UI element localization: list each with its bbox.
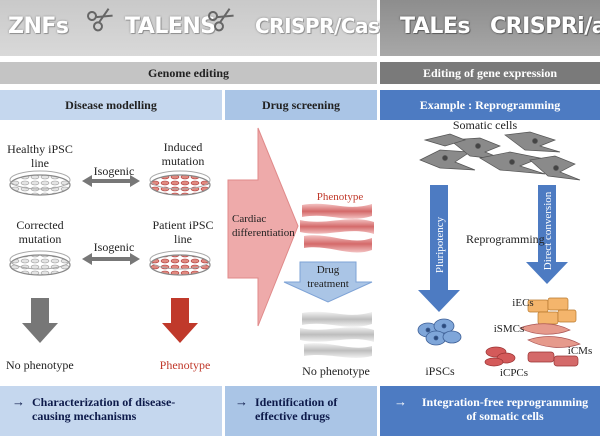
label-corrected-mutation: Corrected mutation bbox=[16, 218, 64, 246]
label-phenotype: Phenotype bbox=[159, 358, 211, 372]
label-drug-treatment: Drug treatment bbox=[307, 264, 349, 290]
ismc-cells-icon bbox=[519, 323, 581, 348]
footer-arrow: → bbox=[394, 394, 407, 409]
direct-conversion-arrow bbox=[526, 185, 568, 284]
label-phenotype-drug: Phenotype bbox=[316, 191, 364, 203]
cardiomyocyte-fiber-icon bbox=[300, 311, 374, 358]
gene-expression-tools-banner: TALEs CRISPRi/a bbox=[380, 0, 600, 56]
drug-treatment-arrow bbox=[283, 261, 373, 303]
footer-arrow: → bbox=[12, 394, 25, 409]
label-icms: iCMs bbox=[567, 345, 593, 357]
tool-talens: TALENS bbox=[125, 14, 216, 39]
icpc-cells-icon bbox=[484, 346, 516, 367]
genome-editing-tools-banner: ZNFs TALENS CRISPR/Cas9 bbox=[0, 0, 393, 56]
label-induced-mutation: Induced mutation bbox=[161, 140, 205, 168]
icm-cells-icon bbox=[527, 351, 579, 367]
column-title-reprogramming: Example : Reprogramming bbox=[380, 90, 600, 120]
label-reprogramming: Reprogramming bbox=[466, 232, 545, 246]
footer-text-effective-drugs: Identification of effective drugs bbox=[255, 395, 338, 423]
label-iecs: iECs bbox=[512, 297, 534, 309]
footer-arrow: → bbox=[235, 394, 248, 409]
footer-text-disease-mechanisms: Characterization of disease-causing mech… bbox=[32, 395, 176, 423]
label-no-phenotype-drug: No phenotype bbox=[302, 364, 370, 378]
scissors-icons bbox=[87, 8, 234, 32]
footer-disease-modelling: → Characterization of disease-causing me… bbox=[0, 386, 222, 436]
somatic-cells-icon bbox=[419, 131, 581, 181]
label-direct-conversion: Direct conversion bbox=[542, 191, 554, 271]
pluripotency-arrow bbox=[418, 185, 460, 312]
column-title-disease-modelling: Disease modelling bbox=[0, 90, 222, 120]
label-no-phenotype: No phenotype bbox=[6, 358, 74, 372]
tool-crispri-a: CRISPRi/a bbox=[490, 14, 600, 39]
footer-drug-screening: → Identification of effective drugs bbox=[225, 386, 377, 436]
petri-dish-icon bbox=[9, 170, 71, 196]
petri-dish-icon bbox=[149, 250, 211, 276]
isogenic-arrow-bottom bbox=[82, 253, 140, 265]
label-ipscs: iPSCs bbox=[425, 364, 455, 378]
label-ismcs: iSMCs bbox=[493, 323, 525, 335]
column-title-drug-screening: Drug screening bbox=[225, 90, 377, 120]
label-somatic-cells: Somatic cells bbox=[452, 118, 518, 132]
section-genome-editing: Genome editing bbox=[0, 62, 377, 84]
cell-cluster-icon bbox=[417, 318, 462, 346]
tool-crispr-cas9: CRISPR/Cas9 bbox=[255, 14, 393, 38]
cardiomyocyte-fiber-icon bbox=[300, 203, 374, 253]
scissors-icon bbox=[208, 8, 234, 32]
no-phenotype-arrow bbox=[22, 298, 58, 343]
label-isogenic-top: Isogenic bbox=[93, 164, 135, 178]
phenotype-arrow bbox=[162, 298, 198, 343]
tool-znfs: ZNFs bbox=[8, 14, 69, 39]
section-gene-expression: Editing of gene expression bbox=[380, 62, 600, 84]
footer-text-reprogramming: Integration-free reprogramming of somati… bbox=[421, 395, 589, 423]
iec-cells-icon bbox=[527, 297, 577, 325]
label-healthy-ipsc: Healthy iPSC line bbox=[7, 142, 73, 170]
label-cardiac-differentiation: Cardiac differentiation bbox=[232, 213, 295, 239]
label-icpcs: iCPCs bbox=[499, 367, 529, 379]
label-patient-ipsc: Patient iPSC line bbox=[152, 218, 214, 246]
tool-tales: TALEs bbox=[400, 14, 470, 39]
petri-dish-icon bbox=[149, 170, 211, 196]
footer-reprogramming: → Integration-free reprogramming of soma… bbox=[380, 386, 600, 436]
petri-dish-icon bbox=[9, 250, 71, 276]
label-pluripotency: Pluripotency bbox=[434, 216, 446, 274]
scissors-icon bbox=[87, 8, 113, 32]
isogenic-arrow-top bbox=[82, 175, 140, 187]
cardiac-differentiation-arrow bbox=[227, 127, 299, 327]
label-isogenic-bottom: Isogenic bbox=[93, 240, 135, 254]
